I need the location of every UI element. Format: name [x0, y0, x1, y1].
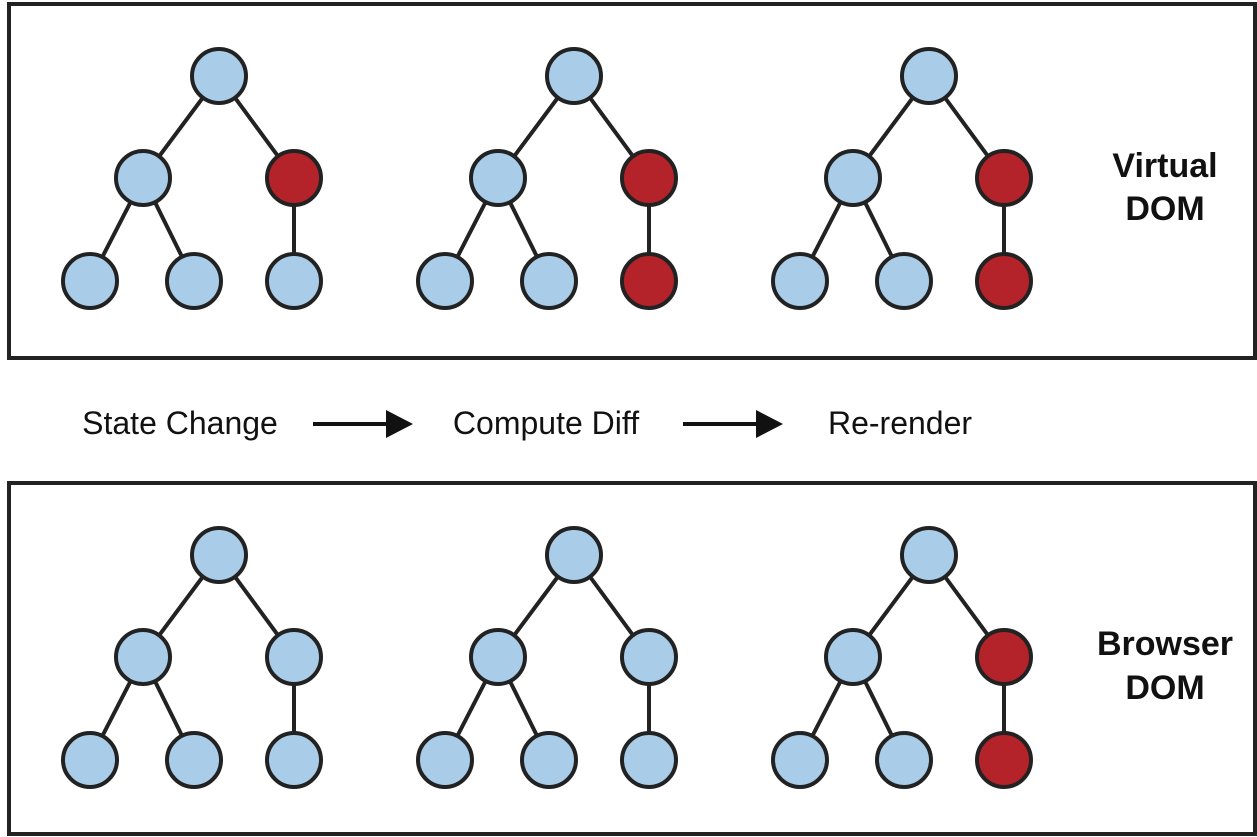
tree-node-leaf-right [620, 731, 678, 789]
virtual-dom-tree-2 [416, 47, 678, 310]
tree-node-mid-left [114, 628, 172, 686]
changed-node-mid-right [975, 628, 1033, 686]
tree-node-leaf-mid [520, 252, 578, 310]
tree-node-leaf-mid [165, 731, 223, 789]
virtual-dom-label-line2: DOM [1125, 190, 1204, 228]
changed-node-leaf-right [620, 252, 678, 310]
tree-node-mid-left [469, 149, 527, 207]
tree-node-leaf-left [771, 731, 829, 789]
tree-node-root [900, 526, 958, 584]
tree-node-mid-right [265, 628, 323, 686]
browser-dom-label-line1: Browser [1097, 625, 1233, 663]
virtual-dom-panel: Virtual DOM [7, 2, 1257, 360]
browser-dom-tree-3 [771, 526, 1033, 789]
browser-dom-tree-1 [61, 526, 323, 789]
virtual-dom-label-line1: Virtual [1112, 147, 1217, 185]
virtual-dom-tree-3 [771, 47, 1033, 310]
changed-node-mid-right [975, 149, 1033, 207]
tree-node-leaf-left [61, 252, 119, 310]
tree-node-mid-left [824, 628, 882, 686]
changed-node-leaf-right [975, 731, 1033, 789]
browser-dom-label-line2: DOM [1125, 669, 1204, 707]
step-re-render: Re-render [828, 405, 972, 441]
tree-node-leaf-mid [165, 252, 223, 310]
tree-node-leaf-right [265, 252, 323, 310]
browser-dom-trees [61, 526, 1033, 789]
tree-node-mid-left [114, 149, 172, 207]
tree-node-root [545, 47, 603, 105]
changed-node-leaf-right [975, 252, 1033, 310]
tree-node-leaf-left [416, 252, 474, 310]
tree-node-leaf-left [416, 731, 474, 789]
tree-node-root [190, 47, 248, 105]
tree-node-leaf-mid [520, 731, 578, 789]
step-compute-diff: Compute Diff [453, 405, 639, 441]
tree-node-mid-left [469, 628, 527, 686]
virtual-dom-tree-1 [61, 47, 323, 310]
tree-node-leaf-mid [875, 252, 933, 310]
tree-node-leaf-right [265, 731, 323, 789]
tree-node-leaf-left [61, 731, 119, 789]
tree-node-leaf-mid [875, 731, 933, 789]
changed-node-mid-right [620, 149, 678, 207]
tree-node-mid-left [824, 149, 882, 207]
step-state-change: State Change [82, 405, 278, 441]
changed-node-mid-right [265, 149, 323, 207]
arrow-right-icon [683, 410, 783, 438]
tree-node-root [900, 47, 958, 105]
browser-dom-panel: Browser DOM [7, 481, 1257, 836]
tree-node-leaf-left [771, 252, 829, 310]
tree-node-mid-right [620, 628, 678, 686]
arrow-right-icon [313, 410, 413, 438]
process-steps: State Change Compute Diff Re-render [82, 405, 972, 441]
virtual-dom-trees [61, 47, 1033, 310]
tree-node-root [190, 526, 248, 584]
tree-node-root [545, 526, 603, 584]
browser-dom-tree-2 [416, 526, 678, 789]
